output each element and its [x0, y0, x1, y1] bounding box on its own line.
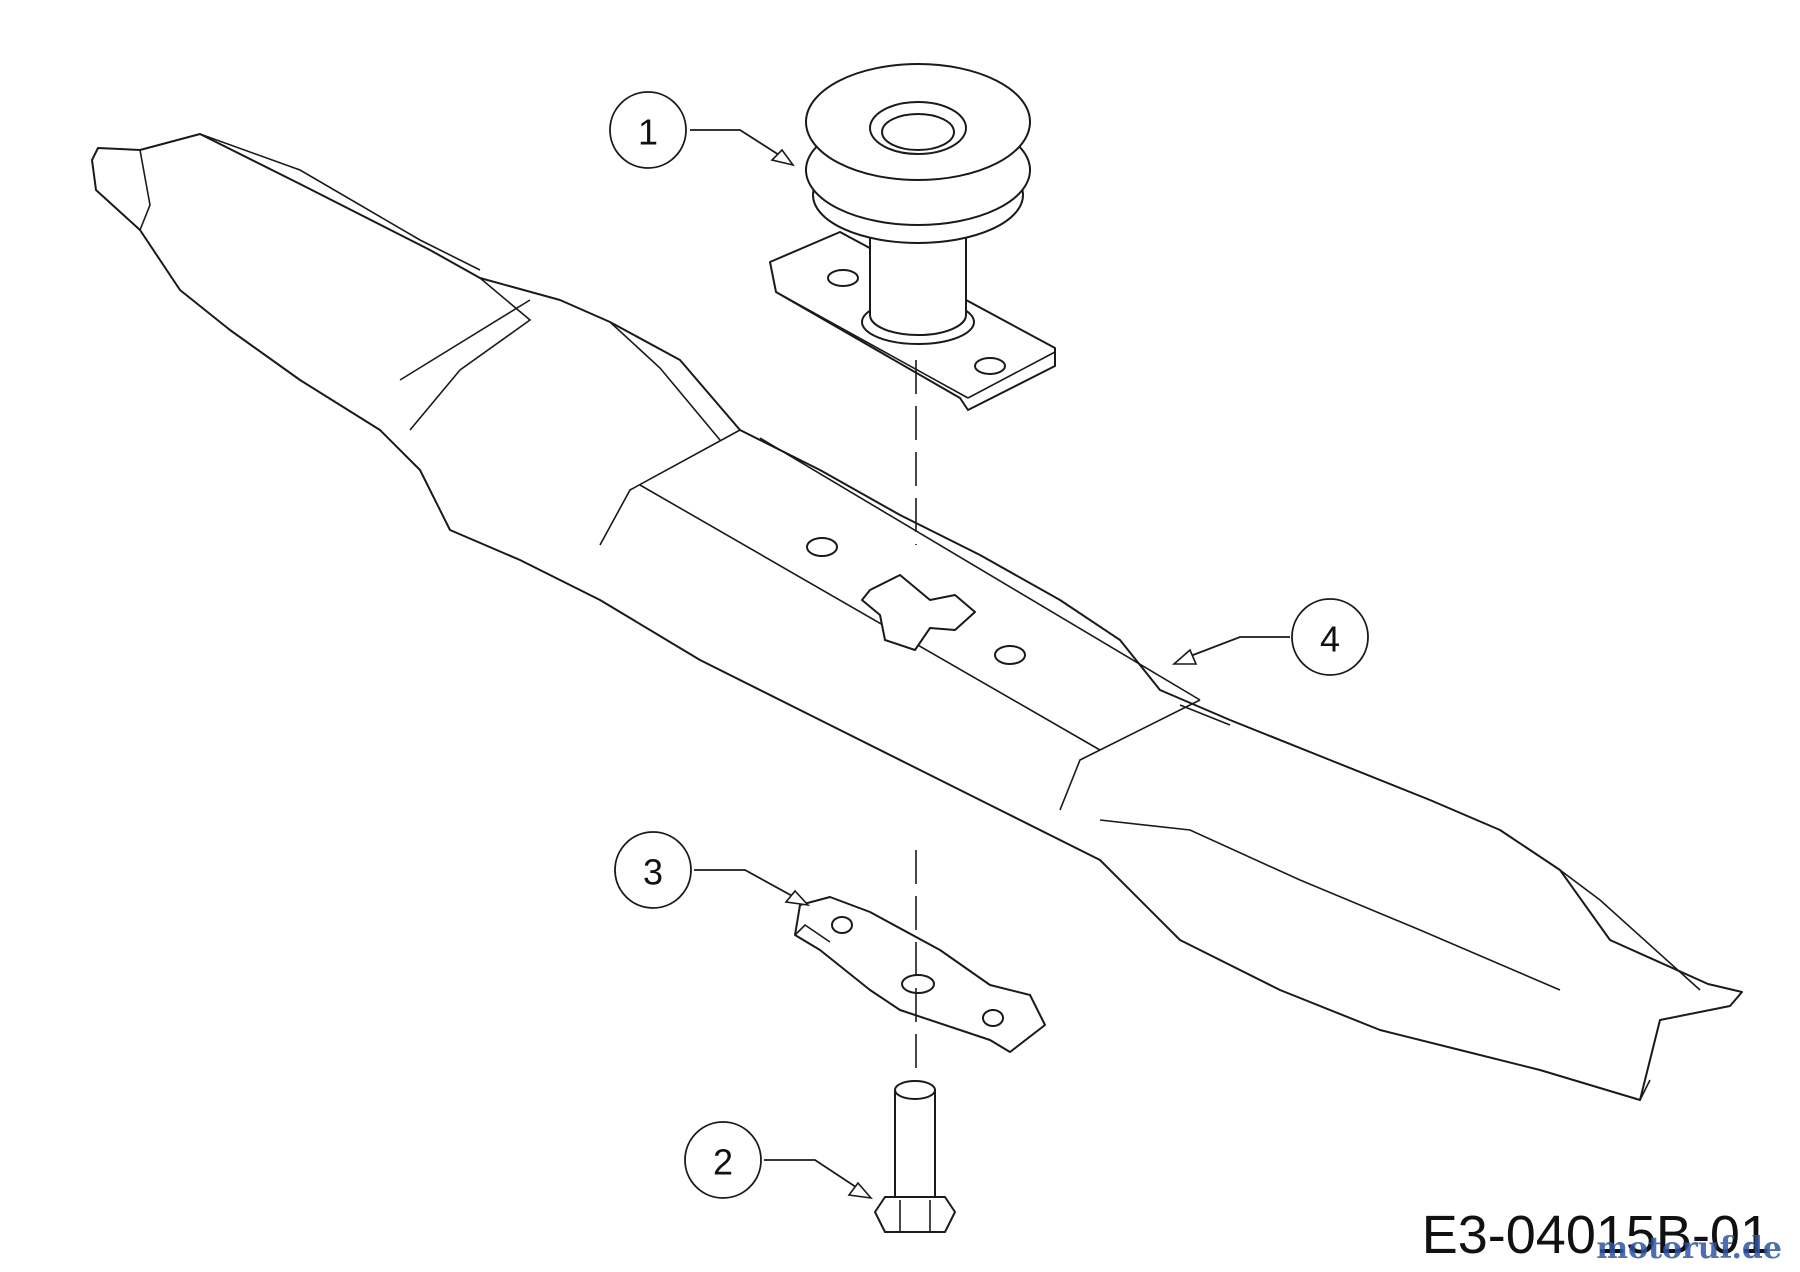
leader-4: [1179, 636, 1290, 661]
spindle-pulley: [769, 63, 1056, 411]
blade-bolt: [874, 1080, 956, 1233]
watermark: motoruf.de: [1596, 1231, 1782, 1266]
drawing-code: E3-04015B-01: [1421, 1205, 1770, 1265]
callout-1-label: 1: [638, 112, 658, 153]
blade-adapter-plate: [794, 896, 1046, 1053]
callout-3-label: 3: [643, 852, 663, 893]
leader-3: [694, 869, 806, 904]
leader-2: [764, 1159, 869, 1196]
arrowhead-4: [1171, 648, 1198, 665]
mower-blade: [91, 133, 1743, 1101]
callout-4-label: 4: [1320, 619, 1340, 660]
leader-1: [690, 129, 791, 163]
callout-3: 3: [614, 831, 692, 909]
callout-2-label: 2: [713, 1142, 733, 1183]
callout-1: 1: [609, 91, 687, 169]
callout-2: 2: [684, 1121, 762, 1199]
arrowhead-2: [847, 1181, 873, 1200]
arrowhead-1: [770, 148, 795, 167]
callout-4: 4: [1291, 598, 1369, 676]
arrowhead-3: [784, 889, 811, 907]
